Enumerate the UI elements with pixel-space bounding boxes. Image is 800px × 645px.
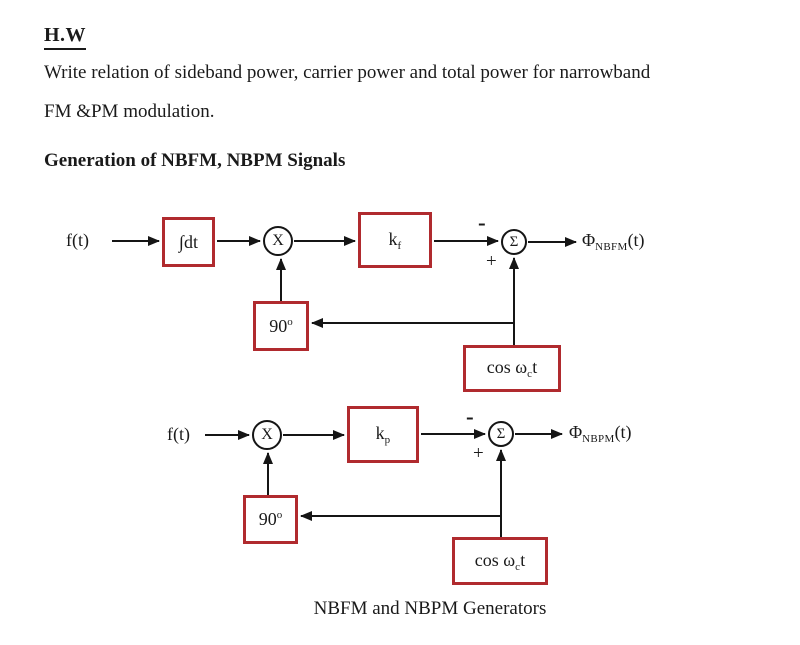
nbfm-carrier-label: cos ωct [486,357,538,380]
nbfm-integrator-label: ∫dt [179,231,198,252]
nbfm-integrator-block: ∫dt [162,217,215,267]
nbpm-multiplier-node: X [252,420,282,450]
paragraph-line-1: Write relation of sideband power, carrie… [44,62,651,83]
nbfm-multiplier-node: X [263,226,293,256]
nbfm-output-label: ΦNBFM(t) [582,230,645,253]
nbpm-carrier-label: cos ωct [474,549,526,573]
paragraph-line-2: FM &PM modulation. [44,101,215,122]
nbpm-multiplier-symbol: X [261,426,273,443]
nbpm-phase-shift-label: 90o [258,509,283,529]
nbfm-summer-node: Σ [501,229,527,255]
nbfm-input-label: f(t) [66,230,89,250]
nbpm-carrier-block: cos ωct [452,537,548,585]
nbfm-multiplier-symbol: X [272,232,284,249]
nbpm-output-label: ΦNBPM(t) [569,422,632,445]
nbfm-summer-symbol: Σ [509,233,519,250]
nbpm-minus-sign: - [466,404,474,429]
nbfm-phase-shift-label: 90o [269,315,293,336]
section-heading: Generation of NBFM, NBPM Signals [44,150,346,171]
nbfm-phase-shift-block: 90o [253,301,309,351]
nbpm-gain-block: kp [347,406,419,463]
nbfm-carrier-block: cos ωct [463,345,561,392]
figure-caption: NBFM and NBPM Generators [313,598,547,619]
nbpm-summer-node: Σ [488,421,514,447]
nbfm-gain-label: kf [388,228,402,252]
nbfm-plus-sign: + [486,251,497,272]
nbpm-plus-sign: + [473,443,484,464]
nbpm-gain-label: kp [375,423,391,446]
page-title: H.W [44,24,87,50]
nbpm-input-label: f(t) [167,424,190,444]
nbpm-phase-shift-block: 90o [243,495,298,544]
nbfm-gain-block: kf [358,212,432,268]
nbfm-minus-sign: - [478,210,486,235]
nbpm-summer-symbol: Σ [496,425,506,442]
